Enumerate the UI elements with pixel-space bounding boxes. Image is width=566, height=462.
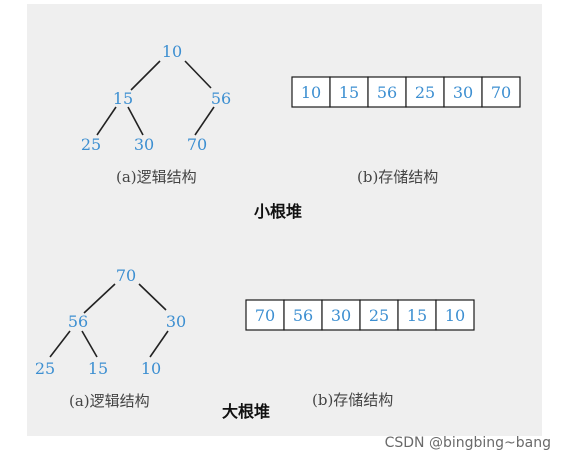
min-array-cell [405,76,445,108]
min-array-cell [291,76,331,108]
max-array-cell [283,299,323,331]
max-heap-title: 大根堆 [222,402,270,421]
max-node: 56 [68,312,88,331]
min-heap-array: 10 15 56 25 30 70 [291,76,521,108]
min-array-value: 70 [491,83,511,102]
min-array-caption: (b)存储结构 [357,168,438,186]
max-array-value: 25 [369,306,389,325]
max-array-value: 30 [331,306,351,325]
max-array-value: 10 [445,306,465,325]
max-node: 70 [116,266,136,285]
min-node: 70 [187,135,207,154]
max-node: 30 [166,312,186,331]
min-edge-10-15 [130,60,161,91]
max-array-cell [435,299,475,331]
min-node: 30 [134,135,154,154]
max-node: 25 [35,359,55,378]
min-array-cell [367,76,407,108]
min-array-cell [481,76,521,108]
max-edge-30-10 [149,330,169,358]
min-array-value: 56 [377,83,397,102]
max-array-value: 70 [255,306,275,325]
min-edge-15-30 [127,106,144,136]
max-edge-70-56 [83,283,116,314]
min-node: 15 [113,89,133,108]
min-edge-10-56 [184,60,212,89]
max-edge-56-25 [49,330,71,358]
min-node: 10 [162,42,182,61]
max-array-value: 56 [293,306,313,325]
min-node: 56 [211,89,231,108]
max-node: 15 [88,359,108,378]
min-heap-title: 小根堆 [254,202,302,221]
csdn-watermark: CSDN @bingbing~bang [385,435,551,451]
max-heap-array: 70 56 30 25 15 10 [245,299,475,331]
max-array-cell [397,299,437,331]
min-edge-15-25 [96,106,117,136]
min-array-cell [443,76,483,108]
max-array-caption: (b)存储结构 [312,391,393,409]
max-node: 10 [141,359,161,378]
min-node: 25 [81,135,101,154]
max-tree-caption: (a)逻辑结构 [69,392,150,410]
max-edge-56-15 [81,330,98,358]
min-array-value: 25 [415,83,435,102]
min-array-value: 10 [301,83,321,102]
min-array-value: 30 [453,83,473,102]
min-array-value: 15 [339,83,359,102]
min-tree-caption: (a)逻辑结构 [116,168,197,186]
max-edge-70-30 [138,283,167,311]
min-edge-56-70 [194,106,215,136]
max-array-value: 15 [407,306,427,325]
min-array-cell [329,76,369,108]
max-array-cell [359,299,399,331]
figure-panel [27,4,542,436]
